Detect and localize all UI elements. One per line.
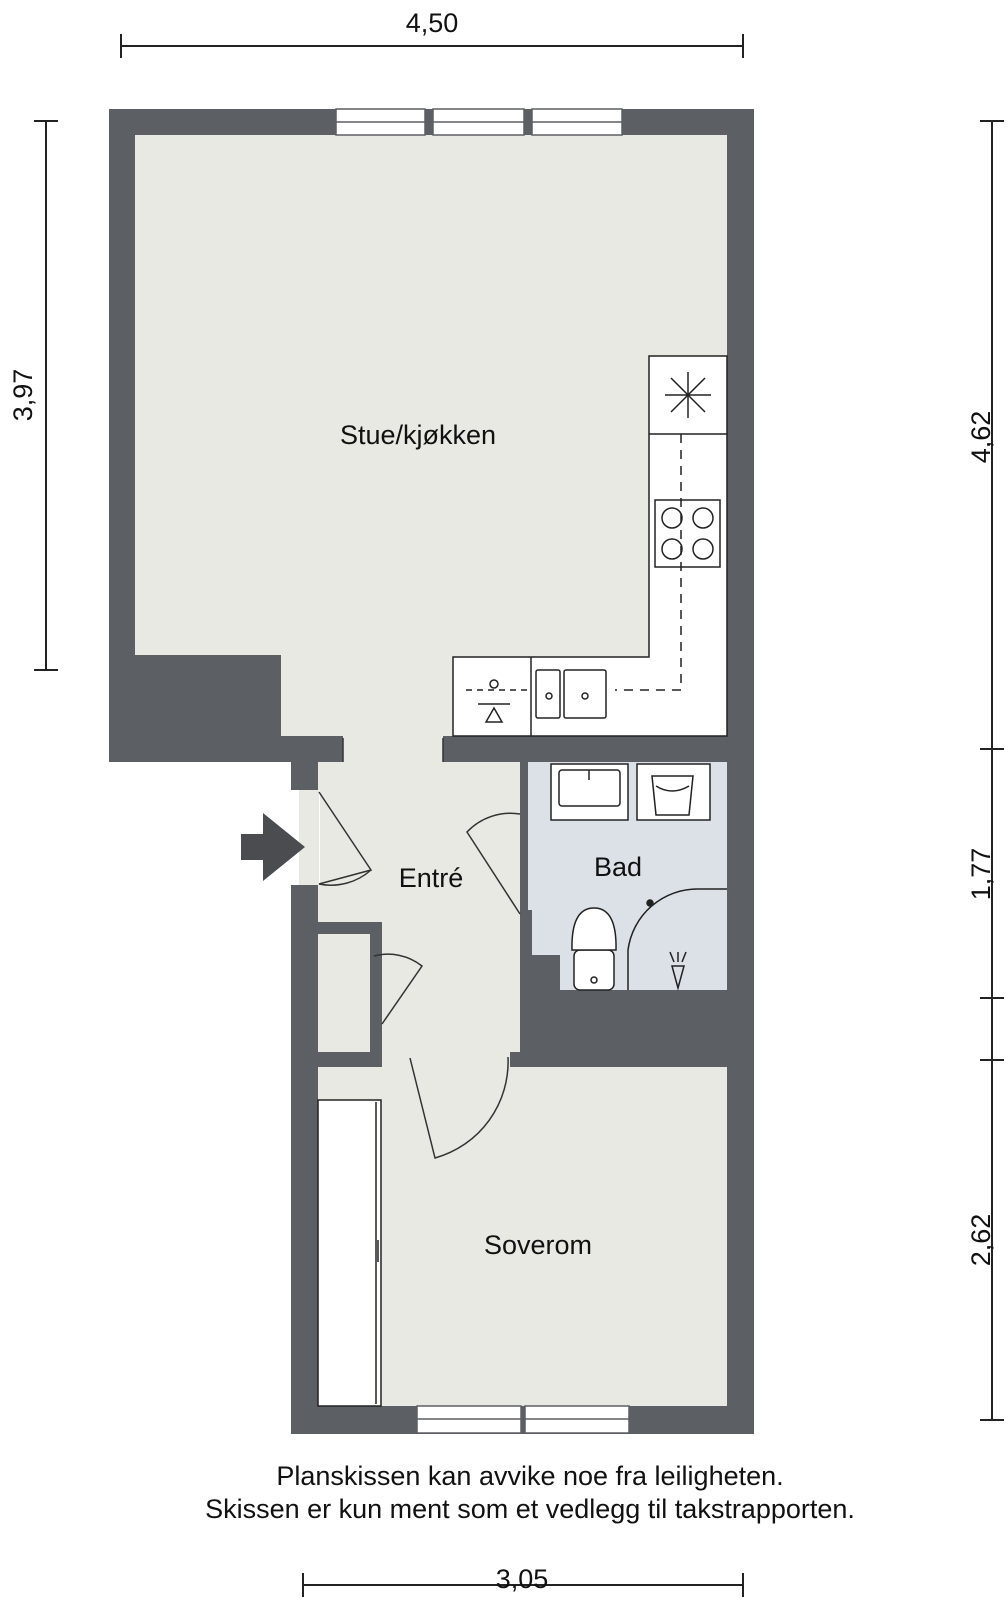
sink-icon: [535, 669, 607, 719]
room-label-entrance: Entré: [399, 863, 464, 893]
stove-icon: [654, 499, 721, 568]
dimension-bottom-width: 3,05: [496, 1564, 549, 1594]
dimension-right-middle: 1,77: [966, 848, 996, 901]
room-label-bedroom: Soverom: [484, 1230, 592, 1260]
dimension-right-lower: 2,62: [966, 1214, 996, 1267]
toilet-icon: [571, 907, 617, 991]
room-label-bathroom: Bad: [594, 852, 642, 882]
disclaimer-line-2: Skissen er kun ment som et vedlegg til t…: [205, 1494, 855, 1524]
dishwasher-icon: [466, 679, 527, 723]
dimension-right-upper: 4,62: [966, 411, 996, 464]
washing-machine-icon: [636, 763, 711, 821]
extractor-fan-icon: [665, 372, 711, 418]
dimension-top-width: 4,50: [406, 8, 459, 38]
closet-floor: [318, 934, 370, 1052]
entrance-arrow-icon: [241, 813, 305, 881]
shower-icon: [627, 888, 727, 991]
bedroom-floor: [318, 1067, 727, 1406]
washbasin-icon: [550, 763, 629, 821]
room-label-living-kitchen: Stue/kjøkken: [340, 420, 496, 450]
inner-walls: [318, 762, 528, 1067]
kitchen-fixtures: [452, 355, 728, 737]
bathroom-fixtures: [550, 763, 727, 991]
living-kitchen-floor: [135, 135, 727, 736]
disclaimer-line-1: Planskissen kan avvike noe fra leilighet…: [276, 1461, 784, 1491]
wardrobe: [317, 1099, 382, 1407]
windows: [335, 108, 630, 1434]
dimension-left-height: 3,97: [8, 369, 38, 422]
doors: [318, 738, 521, 1159]
dimension-lines: [34, 34, 1004, 1597]
